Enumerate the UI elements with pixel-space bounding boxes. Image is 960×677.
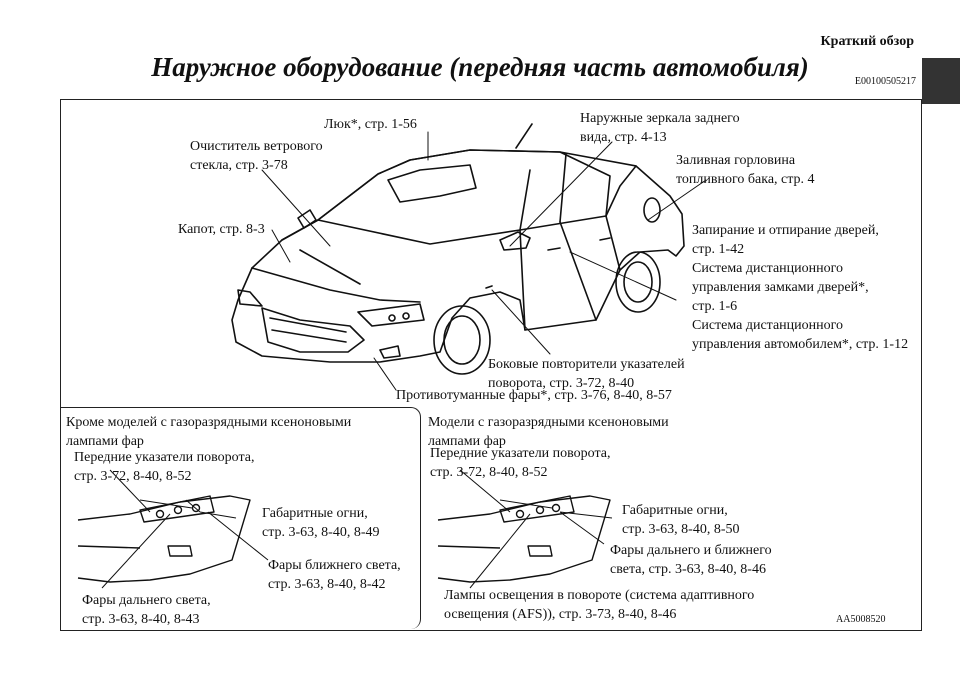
callout-fog-lights: Противотуманные фары*, стр. 3-76, 8-40, … bbox=[396, 388, 672, 403]
callout-sunroof: Люк*, стр. 1-56 bbox=[324, 117, 417, 132]
callout-doors: Запирание и отпирание дверей, стр. 1-42 … bbox=[692, 223, 909, 352]
panel-non-xenon bbox=[60, 407, 421, 629]
page-title: Наружное оборудование (передняя часть ав… bbox=[151, 52, 809, 82]
callout-hood: Капот, стр. 8-3 bbox=[178, 222, 265, 237]
left-position-lights-label: Габаритные огни, стр. 3-63, 8-40, 8-49 bbox=[262, 506, 380, 540]
callout-fuel-filler: Заливная горловина топливного бака, стр.… bbox=[676, 153, 815, 187]
right-beams-label: Фары дальнего и ближнего света, стр. 3-6… bbox=[610, 543, 772, 577]
section-header: Краткий обзор bbox=[820, 34, 914, 49]
left-low-beam-label: Фары ближнего света, стр. 3-63, 8-40, 8-… bbox=[268, 558, 401, 592]
panel-non-xenon-heading: Кроме моделей с газоразрядными ксеноновы… bbox=[66, 415, 352, 449]
callout-mirrors: Наружные зеркала заднего вида, стр. 4-13 bbox=[580, 111, 740, 145]
callout-side-turn-signals: Боковые повторители указателей поворота,… bbox=[488, 357, 685, 391]
doc-code: E00100505217 bbox=[854, 76, 916, 87]
callout-wiper: Очиститель ветрового стекла, стр. 3-78 bbox=[190, 139, 323, 173]
right-position-lights-label: Габаритные огни, стр. 3-63, 8-40, 8-50 bbox=[622, 503, 740, 537]
illustration-frame bbox=[60, 99, 922, 631]
right-afs-label: Лампы освещения в повороте (система адап… bbox=[444, 588, 755, 622]
section-tab bbox=[922, 58, 960, 104]
left-turn-signals-label: Передние указатели поворота, стр. 3-72, … bbox=[74, 450, 255, 484]
figure-code: AA5008520 bbox=[836, 614, 886, 625]
panel-xenon-heading: Модели с газоразрядными ксеноновыми ламп… bbox=[428, 415, 669, 449]
right-turn-signals-label: Передние указатели поворота, стр. 3-72, … bbox=[430, 446, 611, 480]
left-high-beam-label: Фары дальнего света, стр. 3-63, 8-40, 8-… bbox=[82, 593, 211, 627]
